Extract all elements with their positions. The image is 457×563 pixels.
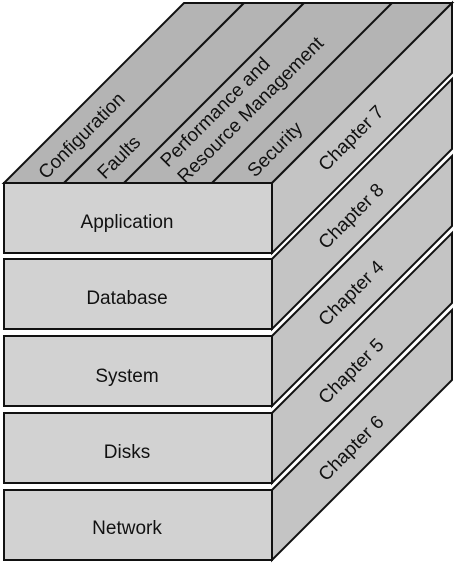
layer-system-front [3, 335, 273, 407]
layer-application: Application Chapter 7 [3, 0, 453, 256]
layer-network-front [3, 489, 273, 561]
layer-network: Network Chapter 6 [3, 307, 453, 563]
layer-network-label: Network [92, 518, 162, 539]
layer-disks: Disks Chapter 5 [3, 230, 453, 486]
layer-system: System Chapter 4 [3, 153, 453, 409]
layer-database-front [3, 258, 273, 330]
layer-database-label: Database [86, 288, 167, 309]
layer-system-label: System [95, 366, 158, 387]
layer-application-front [3, 182, 273, 254]
layer-application-label: Application [81, 212, 174, 233]
layer-disks-front [3, 412, 273, 484]
layer-disks-label: Disks [104, 442, 150, 463]
